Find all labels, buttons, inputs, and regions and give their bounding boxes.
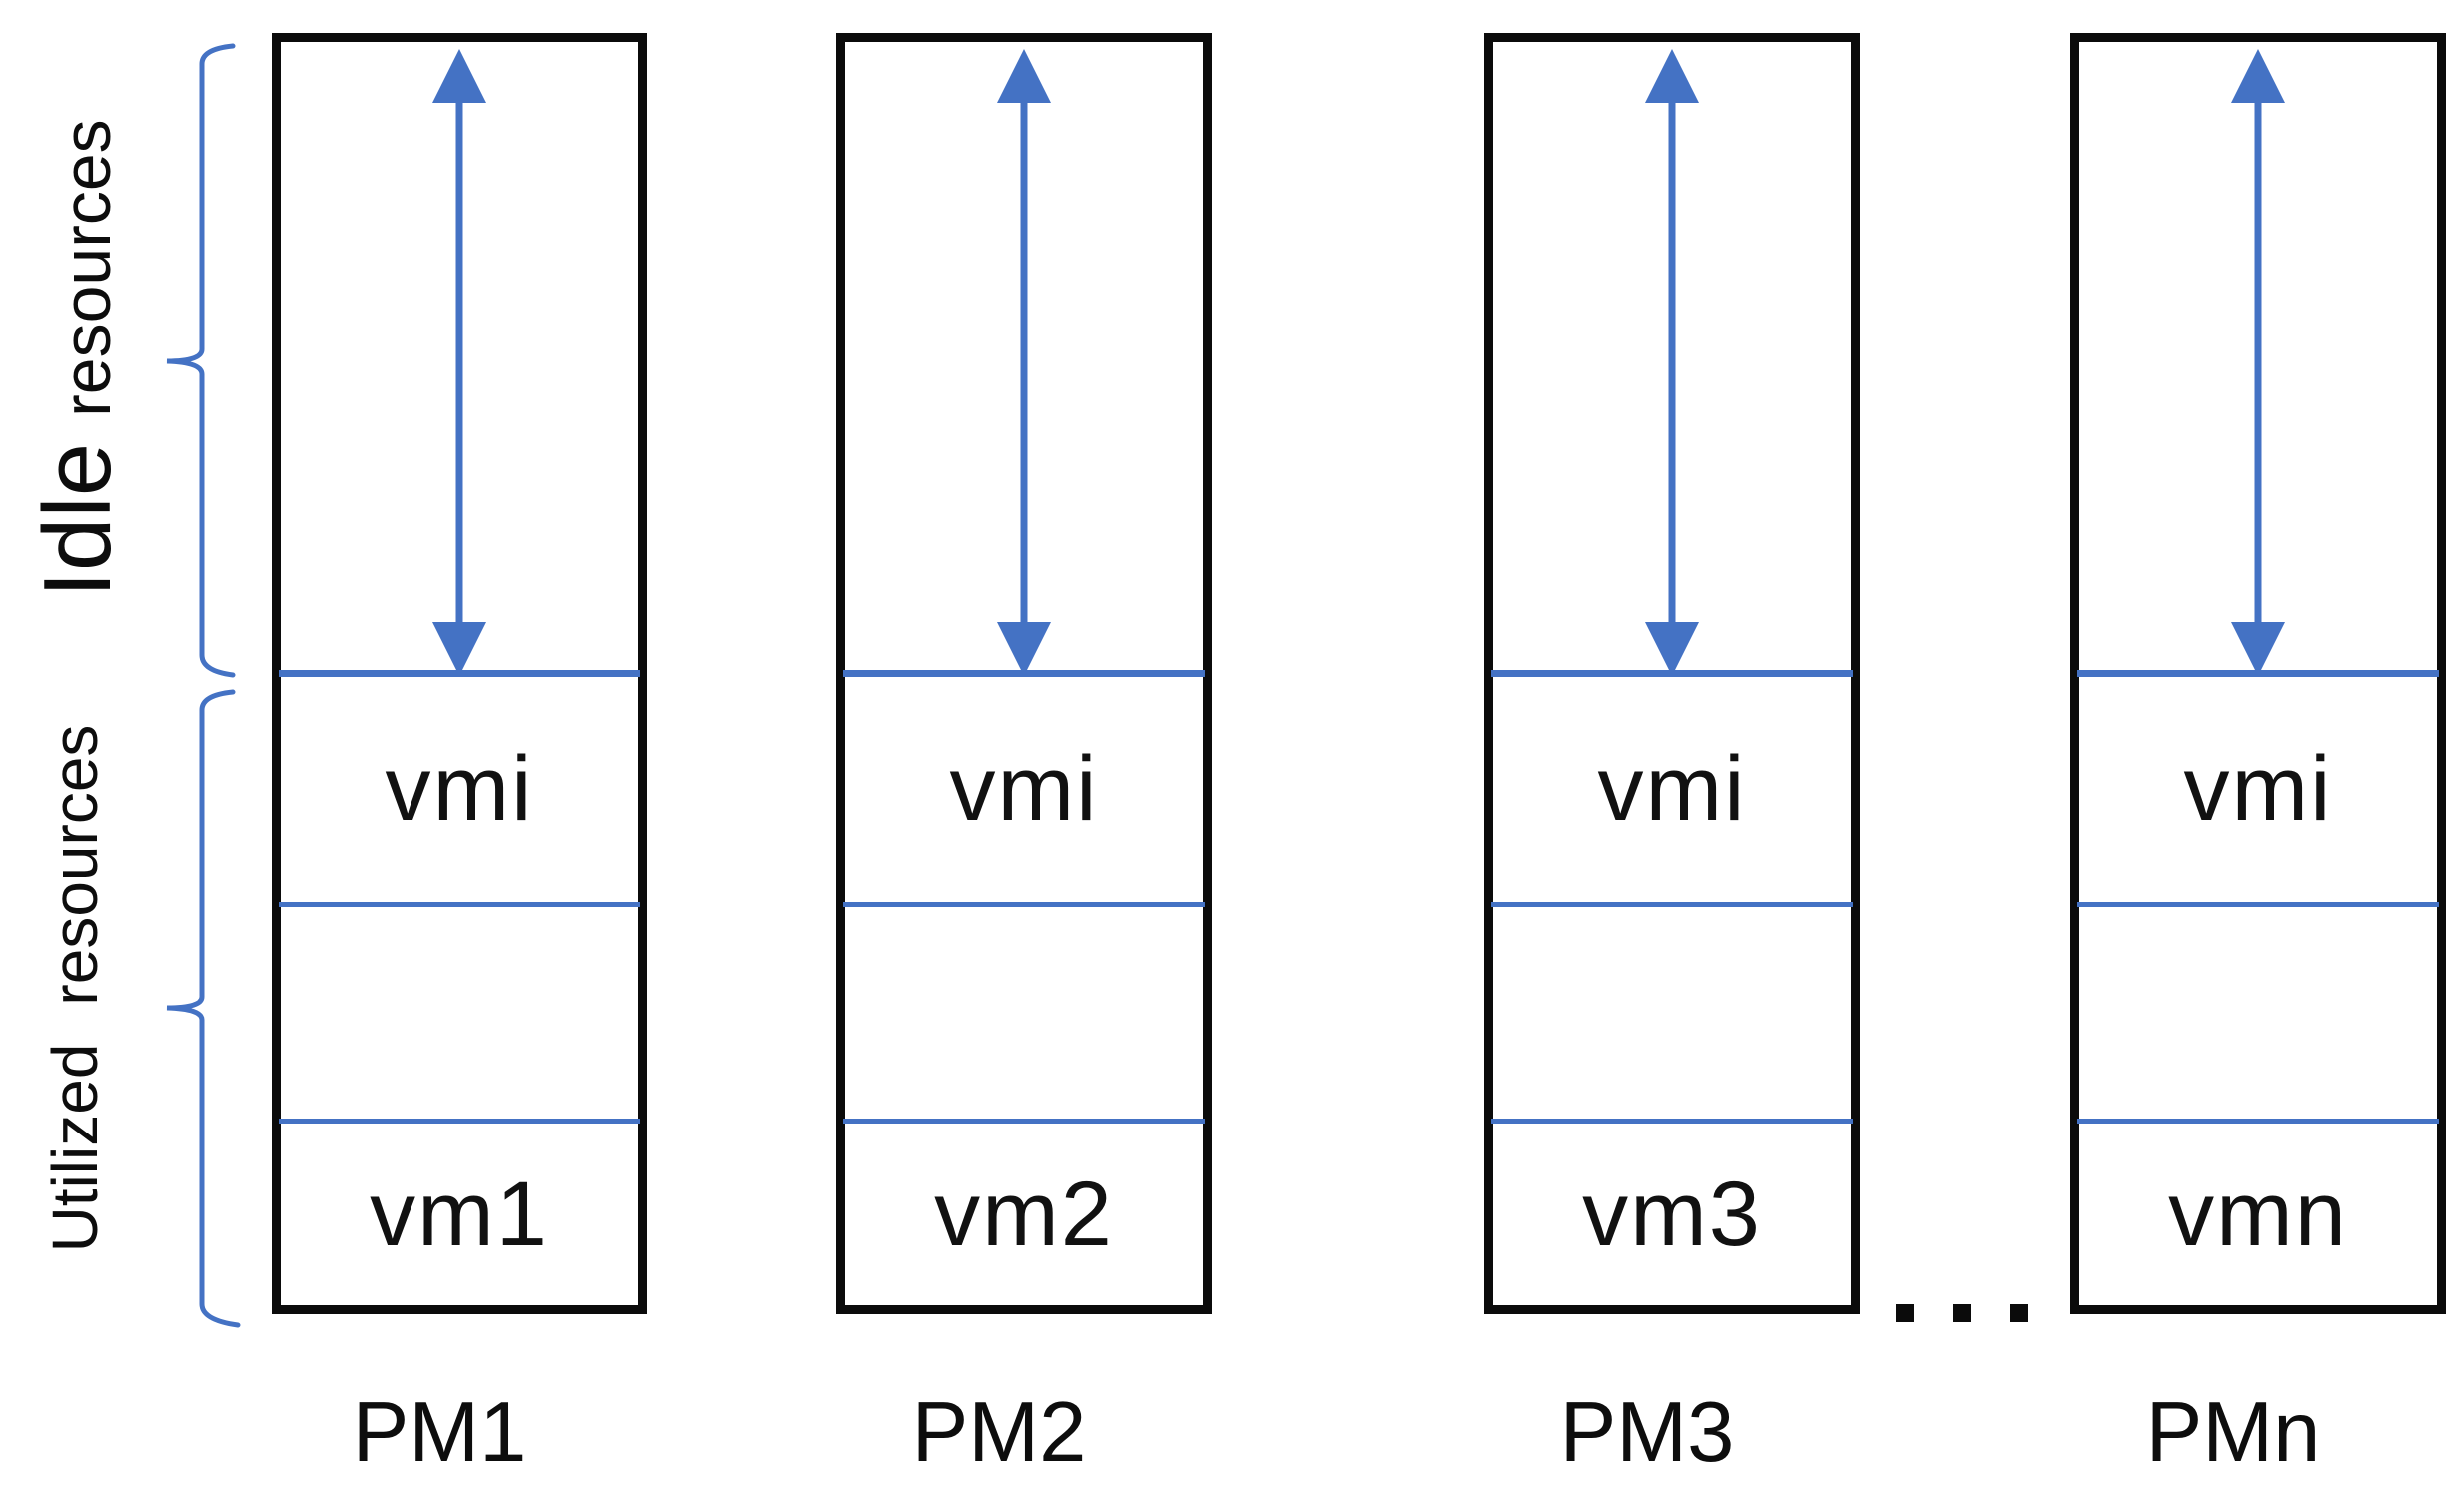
idle-range-arrow <box>1645 49 1699 676</box>
vm-slot-label: vmi <box>2183 738 2333 840</box>
vm-slot-label: vm3 <box>1582 1162 1762 1265</box>
pmn-caption: PMn <box>2145 1385 2321 1480</box>
pmn-box: vmi vmn <box>2070 33 2446 1314</box>
dot <box>1953 1304 1971 1322</box>
vm-divider-line <box>843 902 1205 907</box>
idle-utilized-divider <box>1491 670 1853 677</box>
utilized-brace <box>166 689 241 1328</box>
pm3-caption: PM3 <box>1559 1385 1735 1480</box>
utilized-resources-label: Utilized resources <box>38 669 118 1308</box>
vm-divider-line <box>2077 1119 2439 1124</box>
idle-utilized-divider <box>2077 670 2439 677</box>
dot <box>2010 1304 2028 1322</box>
idle-resources-word: resources <box>49 119 125 417</box>
pm2-caption: PM2 <box>911 1385 1087 1480</box>
idle-range-arrow <box>997 49 1051 676</box>
idle-utilized-divider <box>279 670 640 677</box>
dot <box>1896 1304 1914 1322</box>
pm1-box: vmi vm1 <box>272 33 647 1314</box>
vm-divider-line <box>279 902 640 907</box>
idle-utilized-divider <box>843 670 1205 677</box>
vm-slot-label: vm1 <box>370 1162 549 1265</box>
idle-word: Idle <box>24 442 131 598</box>
vm-divider-line <box>279 1119 640 1124</box>
vm-slot-label: vmn <box>2168 1162 2348 1265</box>
pm2-box: vmi vm2 <box>836 33 1212 1314</box>
utilized-resources-word: resources <box>39 724 111 1006</box>
idle-resources-label: Idle resources <box>23 49 153 668</box>
utilized-word: Utilized <box>39 1043 111 1253</box>
vm-divider-line <box>1491 1119 1853 1124</box>
idle-range-arrow <box>2231 49 2285 676</box>
vm-divider-line <box>843 1119 1205 1124</box>
vm-divider-line <box>2077 902 2439 907</box>
idle-range-arrow <box>432 49 486 676</box>
pm3-box: vmi vm3 <box>1484 33 1860 1314</box>
vm-slot-label: vmi <box>385 738 534 840</box>
vm-slot-label: vm2 <box>934 1162 1114 1265</box>
vm-slot-label: vmi <box>1597 738 1747 840</box>
pm1-caption: PM1 <box>352 1385 527 1480</box>
vm-divider-line <box>1491 902 1853 907</box>
idle-brace <box>166 43 236 678</box>
ellipsis-dots <box>1896 1304 2028 1322</box>
vm-slot-label: vmi <box>949 738 1099 840</box>
